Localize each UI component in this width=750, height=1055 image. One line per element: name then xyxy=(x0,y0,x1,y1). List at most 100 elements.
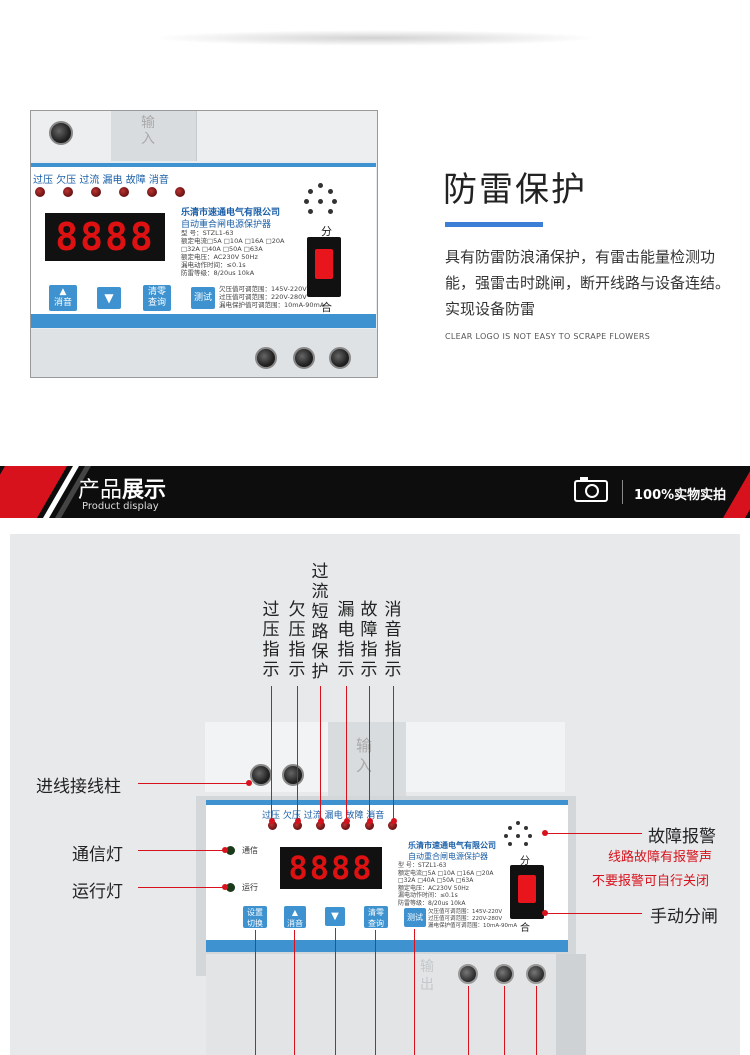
leader-line xyxy=(138,783,250,784)
banner-title: 产品展示 xyxy=(78,478,167,503)
product-display-banner: 产品展示 Product display 100%实物实拍 xyxy=(0,466,750,518)
led-overvoltage xyxy=(35,187,45,197)
callout-manual-switch: 手动分闸 xyxy=(650,907,718,927)
product-name: 自动重合闸电源保护器 xyxy=(181,220,272,230)
input-mark: 输入 xyxy=(141,115,155,147)
screw-icon xyxy=(255,347,277,369)
leader-line xyxy=(546,913,642,914)
run-led xyxy=(226,883,235,892)
led-overcurrent xyxy=(316,821,325,830)
output-mark: 输出 xyxy=(420,959,434,993)
device-top-housing xyxy=(31,111,377,161)
leader-line xyxy=(294,930,295,1055)
callout-comm-light: 通信灯 xyxy=(72,845,123,865)
output-screw-icon xyxy=(526,964,546,984)
callout-mute: 消音指示 xyxy=(384,600,402,680)
led-overcurrent xyxy=(91,187,101,197)
callout-run-light: 运行灯 xyxy=(72,882,123,902)
device-input-tab: 输入 xyxy=(328,722,406,798)
down-button[interactable]: ▼ xyxy=(325,907,345,926)
clear-query-button[interactable]: 清零查询 xyxy=(143,285,171,311)
leader-line xyxy=(369,686,370,820)
led-undervoltage xyxy=(293,821,302,830)
set-switch-button[interactable]: 设置切换 xyxy=(243,906,267,928)
leader-dot xyxy=(222,847,228,853)
fault-alarm-note-2: 不要报警可自行关闭 xyxy=(592,874,710,889)
indicator-labels: 过压 欠压 过流 漏电 故障 消音 xyxy=(262,811,385,821)
manual-rocker-switch[interactable] xyxy=(307,237,341,297)
leader-dot xyxy=(222,884,228,890)
led-mute xyxy=(175,187,185,197)
callout-overcurrent: 过流短路保护 xyxy=(311,562,329,682)
comm-led-label: 通信 xyxy=(242,846,258,855)
product-name: 自动重合闸电源保护器 xyxy=(408,852,488,861)
top-shadow xyxy=(150,30,600,46)
device-input-tab: 输入 xyxy=(111,111,197,161)
range-block: 欠压值可调范围：145V-220V 过压值可调范围：220V-280V 漏电保护… xyxy=(428,909,518,929)
switch-off-label: 分 xyxy=(520,856,530,867)
leader-line xyxy=(375,930,376,1055)
callout-input-terminal: 进线接线柱 xyxy=(36,777,121,797)
camera-icon xyxy=(574,477,608,502)
product-display-stage: 输入 过压 欠压 过流 漏电 故障 消音 通信 运行 8888 乐清市速通电气有… xyxy=(10,534,740,1055)
leader-line xyxy=(536,986,537,1055)
leader-line xyxy=(138,850,224,851)
leader-line xyxy=(346,686,347,820)
leader-line xyxy=(255,930,256,1055)
leader-line xyxy=(271,686,272,820)
comm-led xyxy=(226,846,235,855)
manual-rocker-switch[interactable] xyxy=(510,865,544,919)
leader-line xyxy=(414,929,415,1055)
spec-block: 型 号：STZL1-63 额定电流□5A □10A □16A □20A □32A… xyxy=(398,862,494,907)
up-mute-button[interactable]: ▲消音 xyxy=(284,906,306,928)
input-screw-icon xyxy=(250,764,272,786)
banner-subtitle: Product display xyxy=(82,501,159,512)
company-name: 乐清市速通电气有限公司 xyxy=(408,841,496,850)
leader-line xyxy=(468,986,469,1055)
leader-dot xyxy=(318,818,324,824)
screw-icon xyxy=(329,347,351,369)
led-undervoltage xyxy=(63,187,73,197)
down-button[interactable]: ▼ xyxy=(97,287,121,309)
led-overvoltage xyxy=(268,821,277,830)
led-fault xyxy=(365,821,374,830)
callout-undervoltage: 欠压指示 xyxy=(288,600,306,680)
leader-line xyxy=(138,887,224,888)
leader-line xyxy=(393,686,394,820)
output-screw-icon xyxy=(458,964,478,984)
leader-dot xyxy=(542,910,548,916)
output-screw-icon xyxy=(494,964,514,984)
test-button[interactable]: 测试 xyxy=(191,287,215,309)
spec-block: 型 号：STZL1-63 额定电流□5A □10A □16A □20A □32A… xyxy=(181,229,285,277)
fault-alarm-note-1: 线路故障有报警声 xyxy=(608,850,713,865)
range-block: 欠压值可调范围：145V-220V 过压值可调范围：220V-280V 漏电保护… xyxy=(219,285,325,309)
up-mute-button[interactable]: ▲消音 xyxy=(49,285,77,311)
leader-dot xyxy=(344,818,350,824)
indicator-labels: 过压 欠压 过流 漏电 故障 消音 xyxy=(33,175,169,186)
led-fault xyxy=(147,187,157,197)
lightning-protection-photo: 输入 过压 欠压 过流 漏电 故障 消音 8888 ▲消音 ▼ 清零查询 测试 … xyxy=(30,110,378,378)
feature-title: 防雷保护 xyxy=(443,170,587,210)
clear-query-button[interactable]: 清零查询 xyxy=(364,906,388,928)
banner-real-photo-text: 100%实物实拍 xyxy=(634,488,727,503)
buzzer-speaker-icon xyxy=(301,181,341,221)
input-screw-icon xyxy=(282,764,304,786)
switch-off-label: 分 xyxy=(321,225,332,238)
leader-line xyxy=(546,833,642,834)
leader-dot xyxy=(367,818,373,824)
buzzer-speaker-icon xyxy=(502,820,534,852)
banner-red-accent-right xyxy=(722,466,750,518)
leader-dot xyxy=(269,818,275,824)
led-leakage xyxy=(119,187,129,197)
leader-dot xyxy=(295,818,301,824)
callout-leakage: 漏电指示 xyxy=(337,600,355,680)
test-button[interactable]: 测试 xyxy=(404,908,426,927)
feature-subtext: CLEAR LOGO IS NOT EASY TO SCRAPE FLOWERS xyxy=(445,332,651,341)
leader-line xyxy=(297,686,298,820)
leader-dot xyxy=(391,818,397,824)
switch-on-label: 合 xyxy=(520,923,530,934)
device-lower-side xyxy=(556,954,586,1055)
company-name: 乐清市速通电气有限公司 xyxy=(181,208,281,218)
run-led-label: 运行 xyxy=(242,883,258,892)
callout-fault: 故障指示 xyxy=(360,600,378,680)
